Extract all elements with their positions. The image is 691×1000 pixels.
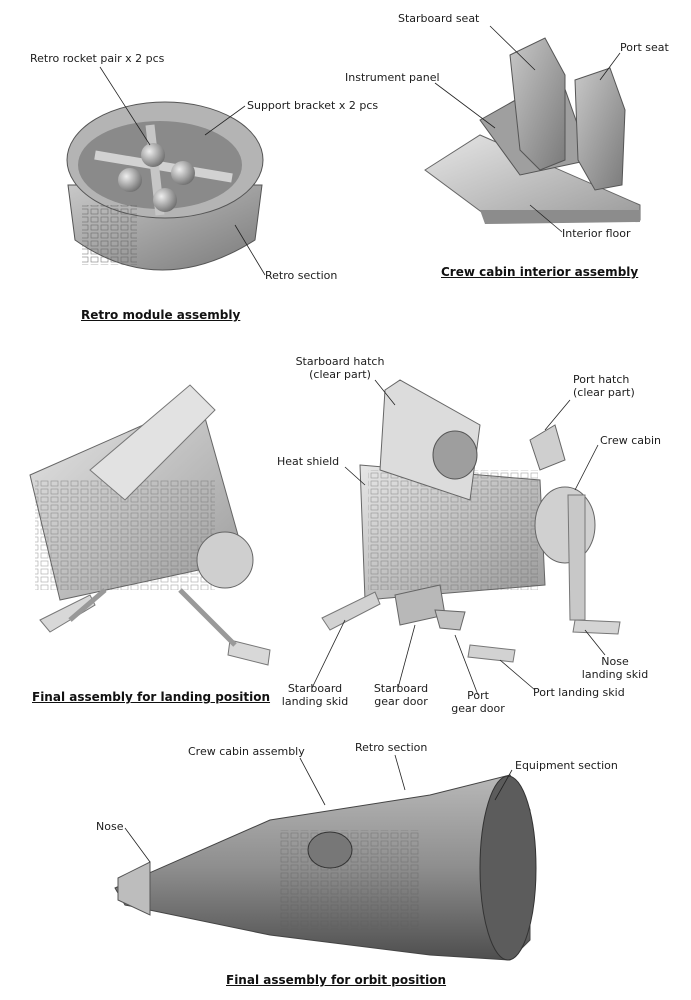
landing-position-caption: Final assembly for landing position — [32, 690, 271, 704]
starboard-hatch-label-line2: (clear part) — [309, 368, 371, 381]
retro-section-label: Retro section — [265, 269, 338, 282]
orbit-retro-section-label: Retro section — [355, 741, 428, 754]
instrument-panel-label: Instrument panel — [345, 71, 440, 84]
port-hatch-label: Port hatch (clear part) — [573, 373, 635, 399]
crew-cabin-label: Crew cabin — [600, 434, 662, 447]
exploded-assembly-illustration — [321, 379, 621, 663]
port-gear-door-label-line2: gear door — [451, 702, 505, 715]
interior-floor-label: Interior floor — [562, 227, 631, 240]
nose-landing-skid-label-line2: landing skid — [581, 668, 649, 681]
port-hatch-label-line2: (clear part) — [573, 386, 635, 399]
heat-shield-label: Heat shield — [277, 455, 340, 468]
retro-rocket-pair-label: Retro rocket pair x 2 pcs — [30, 52, 165, 65]
starboard-landing-skid-label-line2: landing skid — [281, 695, 349, 708]
port-gear-door-label: Port gear door — [443, 689, 513, 715]
orbit-position-caption: Final assembly for orbit position — [226, 973, 447, 987]
support-bracket-label: Support bracket x 2 pcs — [247, 99, 379, 112]
starboard-gear-door-label-line1: Starboard — [373, 682, 429, 695]
callout-leader-lines — [99, 25, 621, 863]
starboard-hatch-label-line1: Starboard hatch — [295, 355, 385, 368]
starboard-gear-door-label-line2: gear door — [374, 695, 428, 708]
retro-module-caption: Retro module assembly — [81, 308, 241, 322]
starboard-hatch-label: Starboard hatch (clear part) — [285, 355, 395, 381]
port-landing-skid-label: Port landing skid — [533, 686, 625, 699]
starboard-gear-door-label: Starboard gear door — [366, 682, 436, 708]
nose-landing-skid-label-line1: Nose — [601, 655, 629, 668]
port-gear-door-label-line1: Port — [467, 689, 489, 702]
nose-label: Nose — [96, 820, 124, 833]
starboard-seat-label: Starboard seat — [398, 12, 480, 25]
crew-cabin-interior-caption: Crew cabin interior assembly — [441, 265, 639, 279]
equipment-section-label: Equipment section — [515, 759, 618, 772]
landing-position-illustration — [29, 384, 271, 666]
port-hatch-label-line1: Port hatch — [573, 373, 630, 386]
starboard-landing-skid-label: Starboard landing skid — [280, 682, 350, 708]
retro-module-illustration — [66, 101, 264, 271]
crew-cabin-assembly-label: Crew cabin assembly — [188, 745, 305, 758]
port-seat-label: Port seat — [620, 41, 669, 54]
orbit-position-illustration — [114, 774, 537, 961]
starboard-landing-skid-label-line1: Starboard — [287, 682, 343, 695]
nose-landing-skid-label: Nose landing skid — [575, 655, 655, 681]
crew-cabin-interior-illustration — [424, 37, 641, 224]
